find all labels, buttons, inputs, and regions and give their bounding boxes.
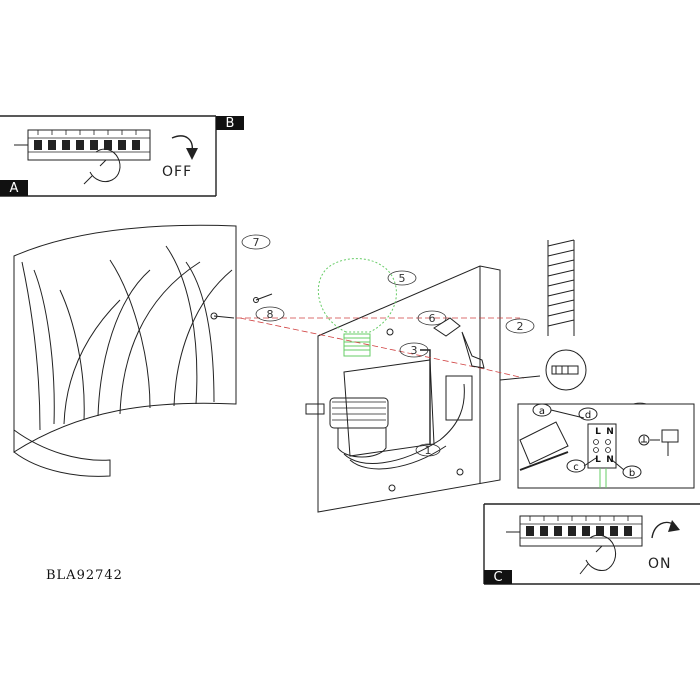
wiring-callout-d: d xyxy=(578,407,598,421)
panel-a-tag xyxy=(0,180,28,196)
terminal-n-bottom: N xyxy=(606,455,614,465)
glass-shade xyxy=(13,224,237,477)
wiring-callout-c: c xyxy=(566,459,586,473)
off-label: OFF xyxy=(162,164,192,180)
terminal-l-bottom: L xyxy=(595,455,601,465)
product-code: BLA92742 xyxy=(46,568,123,583)
terminal-n-top: N xyxy=(606,427,614,437)
hand-icon xyxy=(579,534,617,575)
panel-a-letter: A xyxy=(10,181,19,196)
on-label: ON xyxy=(648,556,672,572)
step-2: 2 xyxy=(505,318,535,334)
step-1: 1 xyxy=(415,443,441,457)
svg-text:c: c xyxy=(573,462,579,473)
svg-text:2: 2 xyxy=(517,320,524,333)
wiring-detail-inset: L N L N a d c b xyxy=(517,403,695,489)
screw-icons xyxy=(210,293,485,369)
assembly-axis xyxy=(236,317,525,379)
svg-text:3: 3 xyxy=(411,344,418,357)
panel-b-letter: B xyxy=(226,116,235,131)
svg-text:6: 6 xyxy=(429,312,436,325)
wall-plug-icon xyxy=(499,349,587,391)
step-5: 5 xyxy=(387,270,417,286)
terminal-l-top: L xyxy=(595,427,601,437)
socket-assembly xyxy=(305,349,473,470)
panel-c-letter: C xyxy=(493,570,502,585)
svg-text:7: 7 xyxy=(253,236,260,249)
hand-icon xyxy=(83,148,121,185)
svg-text:8: 8 xyxy=(267,308,274,321)
svg-text:b: b xyxy=(629,468,635,479)
svg-text:1: 1 xyxy=(425,444,432,457)
switch-off-panel: B A OFF xyxy=(0,115,244,197)
backplate xyxy=(317,265,501,513)
switch-on-panel: C ON xyxy=(483,503,700,585)
breaker-strip-icon xyxy=(14,129,151,161)
wall-hatch xyxy=(547,239,575,336)
step-7: 7 xyxy=(241,234,271,250)
step-8: 8 xyxy=(255,306,285,322)
panel-c-tag xyxy=(484,570,512,584)
breaker-strip-icon xyxy=(506,515,643,547)
wiring-callout-b: b xyxy=(622,465,642,479)
svg-text:a: a xyxy=(539,406,545,417)
panel-b-tag xyxy=(216,116,244,130)
earth-symbol-icon xyxy=(638,429,679,456)
svg-text:5: 5 xyxy=(399,272,406,285)
svg-text:d: d xyxy=(585,410,591,421)
step-3: 3 xyxy=(399,342,429,358)
step-6: 6 xyxy=(417,310,447,326)
